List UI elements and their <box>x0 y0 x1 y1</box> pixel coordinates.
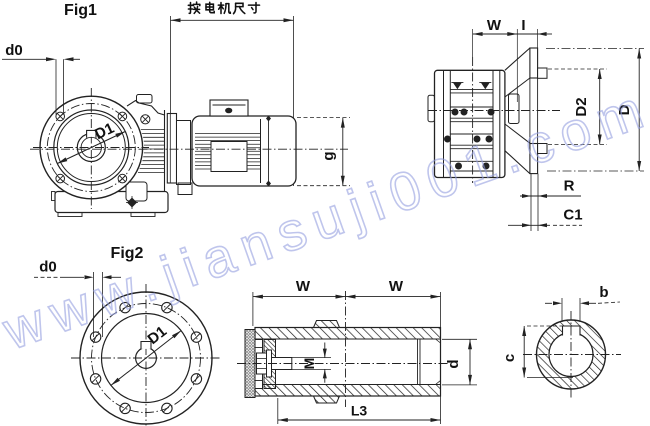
svg-text:d: d <box>445 359 462 368</box>
svg-text:W: W <box>389 278 404 295</box>
svg-text:d0: d0 <box>5 42 23 59</box>
svg-text:D: D <box>616 104 633 115</box>
svg-text:g: g <box>320 151 337 160</box>
svg-text:W: W <box>487 17 502 34</box>
svg-text:L3: L3 <box>351 403 368 419</box>
svg-text:b: b <box>599 284 608 301</box>
svg-text:d0: d0 <box>39 259 57 276</box>
svg-text:R: R <box>564 178 575 195</box>
svg-text:M: M <box>301 358 317 370</box>
svg-text:D2: D2 <box>573 97 590 116</box>
svg-text:Fig1: Fig1 <box>64 2 97 19</box>
svg-text:I: I <box>521 17 525 34</box>
svg-text:W: W <box>296 278 311 295</box>
svg-text:c: c <box>501 354 518 362</box>
svg-text:C1: C1 <box>563 207 582 224</box>
svg-text:D1: D1 <box>92 120 117 144</box>
svg-text:Fig2: Fig2 <box>111 245 144 262</box>
